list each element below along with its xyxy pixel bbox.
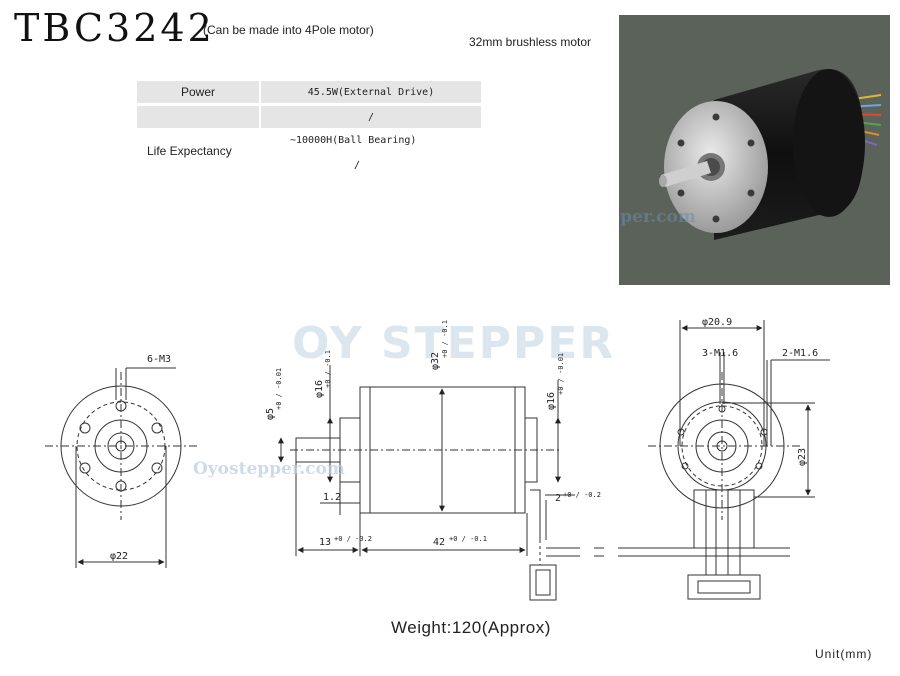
shaft-diameter-tol: +0 / -0.01 <box>275 368 283 410</box>
diameter-22: φ22 <box>110 551 128 562</box>
mount-holes <box>79 400 163 492</box>
rear-pcd: φ20.9 <box>702 317 732 328</box>
weight-label: Weight:120(Approx) <box>391 618 551 637</box>
shaft-length: 13 <box>319 537 331 548</box>
screw-label-6m3: 6-M3 <box>147 354 171 365</box>
boss-right-diameter: φ16 <box>546 392 557 410</box>
life-value: ~10000H(Ball Bearing) <box>290 135 417 146</box>
boss-right-tol: +0 / -0.01 <box>557 353 565 395</box>
boss-left-tol: +0 / -0.1 <box>324 350 332 388</box>
motor-tagline: 32mm brushless motor <box>469 35 592 49</box>
life-label: Life Expectancy <box>147 144 232 158</box>
motor-photo: Oyostepper.com <box>619 15 890 285</box>
motor-illustration: Oyostepper.com <box>619 68 882 240</box>
rear-mount-holes <box>677 405 768 470</box>
spec-row-2-value: / <box>260 106 481 128</box>
logo-watermark: OY STEPPER <box>292 318 615 369</box>
body-length: 42 <box>433 537 445 548</box>
rear-gap: 2 <box>555 493 561 504</box>
drawing-watermark: Oyostepper.com <box>193 459 345 479</box>
power-value: 45.5W(External Drive) <box>260 81 481 103</box>
body-diameter: φ32 <box>430 352 441 370</box>
rear-gap-tol: +0 / -0.2 <box>563 491 601 499</box>
side-view <box>278 365 575 601</box>
life-value-2: / <box>354 160 361 171</box>
unit-label: Unit(mm) <box>815 647 873 661</box>
rear-screw-2m16: 2-M1.6 <box>782 348 818 359</box>
power-label: Power <box>137 81 261 103</box>
boss-left-diameter: φ16 <box>314 380 325 398</box>
model-title: TBC3242 <box>14 6 215 50</box>
shaft-length-tol: +0 / -0.2 <box>334 535 372 543</box>
spec-row-2: / <box>137 106 481 128</box>
body-diameter-tol: +0 / -0.1 <box>441 320 449 358</box>
body-length-tol: +0 / -0.1 <box>449 535 487 543</box>
front-view <box>45 367 200 568</box>
rear-height-23: φ23 <box>797 448 808 466</box>
spec-table: Power 45.5W(External Drive) / <box>137 81 481 128</box>
face-holes <box>677 113 755 223</box>
shaft-diameter: φ5 <box>265 408 276 420</box>
photo-watermark: Oyostepper.com <box>619 207 696 227</box>
rear-view <box>648 320 830 600</box>
shaft <box>661 161 711 187</box>
rear-screw-3m16: 3-M1.6 <box>702 348 738 359</box>
boss-depth: 1.2 <box>323 492 341 503</box>
pole-note: (Can be made into 4Pole motor) <box>203 23 374 37</box>
spec-row-power: Power 45.5W(External Drive) <box>137 81 481 103</box>
